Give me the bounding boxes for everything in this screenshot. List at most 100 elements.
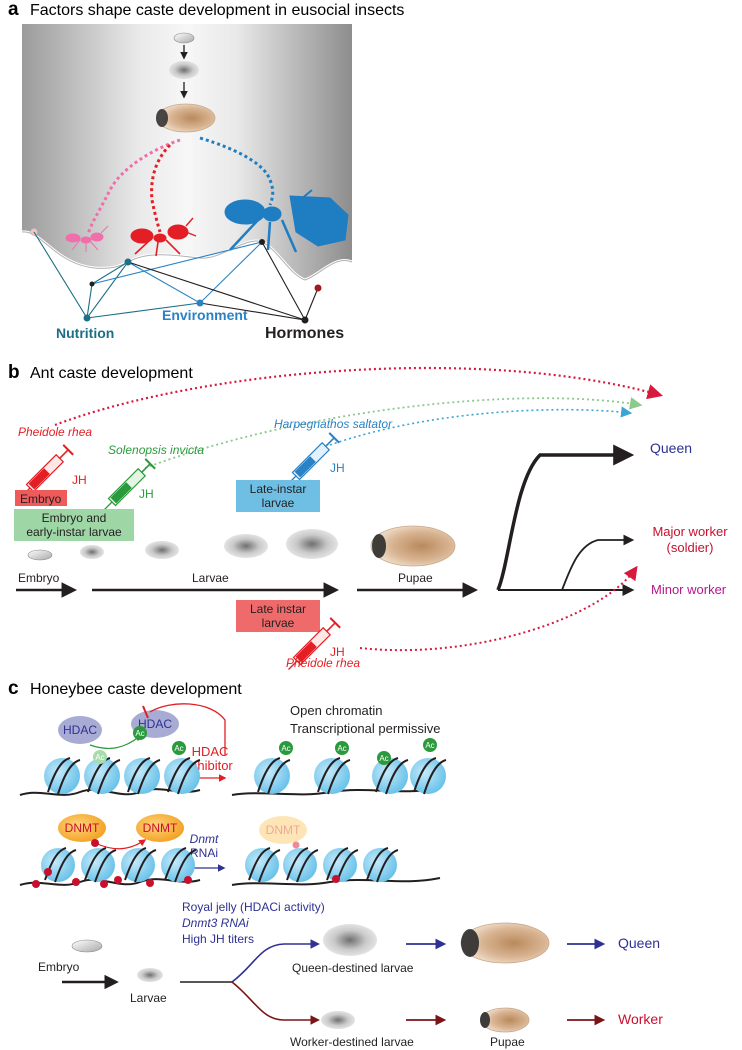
pink-ant-path <box>86 138 181 236</box>
pheidole-arc <box>54 366 663 427</box>
acetyl-group <box>423 738 437 752</box>
dnmt-rnai-line2: RNAi <box>190 846 218 860</box>
acetyl-label: Ac <box>135 729 144 738</box>
larva-icon <box>137 968 163 982</box>
larva-icon <box>286 529 338 559</box>
acetyl-label: Ac <box>425 741 434 750</box>
bee-embryo-label: Embryo <box>38 960 80 974</box>
closed-chromatin <box>19 757 201 796</box>
condition-high-jh: High JH titers <box>182 932 254 946</box>
unmethylated-chromatin <box>231 847 441 886</box>
outcome-major-worker-soldier: (soldier) <box>667 540 714 555</box>
queen-larvae-label: Queen-destined larvae <box>292 961 414 975</box>
late-instar-red-box-line1: Late instar <box>250 602 306 616</box>
panel-b-title: Ant caste development <box>30 365 193 382</box>
bee-larvae-label: Larvae <box>130 991 167 1005</box>
syringe-icon <box>103 458 156 511</box>
acetyl-group <box>172 741 186 755</box>
nutrition-label: Nutrition <box>56 325 114 341</box>
methylated-chromatin <box>19 847 201 888</box>
pink-ant-icon <box>65 225 109 252</box>
worker-path <box>231 981 320 1025</box>
acetyl-group <box>335 741 349 755</box>
hdac-inhibitor-line2: inhibitor <box>187 758 233 773</box>
inhibition-line <box>149 703 226 755</box>
bee-outcome-queen: Queen <box>618 935 660 951</box>
stage-larvae-label: Larvae <box>192 571 229 585</box>
acetyl-group <box>377 751 391 765</box>
jh-label-pheidole-bottom: JH <box>330 645 345 659</box>
pupa-icon <box>156 103 216 133</box>
queen-larva-icon <box>323 924 377 956</box>
dnmt-rnai-line1: Dnmt <box>190 832 219 846</box>
methyl-group <box>292 841 300 849</box>
nutrition-node <box>83 314 91 322</box>
late-instar-box <box>236 480 320 512</box>
red-ant-path <box>150 143 172 233</box>
solenopsis-arc <box>144 397 643 469</box>
inhibition-bar <box>142 705 149 719</box>
condition-dnmt3-rnai: Dnmt3 RNAi <box>182 916 249 930</box>
jh-label-harpegnathos: JH <box>330 461 345 475</box>
outcome-major-worker: Major worker <box>652 524 728 539</box>
outcome-minor-worker: Minor worker <box>651 582 727 597</box>
acetyl-label: Ac <box>337 744 346 753</box>
egg-icon <box>27 549 53 561</box>
hormones-label: Hormones <box>265 325 344 342</box>
acetyl-label: Ac <box>379 754 388 763</box>
acetyl-group <box>279 741 293 755</box>
major-worker-branch <box>561 534 635 591</box>
larva-icon <box>169 61 199 79</box>
dnmt-enzyme <box>136 814 184 842</box>
bee-pupae-label: Pupae <box>490 1035 525 1049</box>
panel-b-letter: b <box>8 362 20 383</box>
dnmt-label-faded: DNMT <box>266 823 301 837</box>
dnmt-enzyme-faded <box>259 816 307 844</box>
embryo-early-box-line2: early-instar larvae <box>26 525 122 539</box>
queen-path <box>231 939 320 983</box>
panel-a-letter: a <box>8 0 19 20</box>
queen-pupa-icon <box>460 922 550 964</box>
pupa-icon <box>370 525 456 567</box>
worker-pupa-icon <box>480 1007 530 1033</box>
larva-icon <box>224 534 268 558</box>
open-chromatin-label: Open chromatin <box>290 703 383 718</box>
transcriptional-label: Transcriptional permissive <box>290 721 441 736</box>
stage-embryo-label: Embryo <box>18 571 60 585</box>
species-harpegnathos: Harpegnathos saltator <box>274 417 393 431</box>
embryo-box <box>15 490 67 506</box>
acetyl-label: Ac <box>281 744 290 753</box>
blue-ant-icon <box>224 189 349 253</box>
landscape-node <box>89 281 95 287</box>
embryo-box-label: Embryo <box>20 492 62 506</box>
syringe-icon <box>21 444 74 497</box>
outcome-queen: Queen <box>650 440 692 456</box>
landscape-node <box>259 239 265 245</box>
syringe-icon <box>288 617 341 670</box>
embryo-early-box <box>14 509 134 541</box>
dnmt-label-right: DNMT <box>143 821 178 835</box>
late-instar-red-box <box>236 600 320 632</box>
open-chromatin <box>231 757 447 796</box>
late-instar-box-line1: Late-instar <box>250 482 307 496</box>
panel-c-title: Honeybee caste development <box>30 681 242 698</box>
queen-branch <box>496 444 635 591</box>
condition-royal-jelly: Royal jelly (HDACi activity) <box>182 900 325 914</box>
worker-larva-icon <box>321 1011 355 1029</box>
dnmt-enzyme <box>58 814 106 842</box>
landscape-node <box>314 284 322 292</box>
landscape-node <box>124 258 132 266</box>
methyl-group <box>91 839 99 847</box>
egg-icon <box>71 939 103 953</box>
blue-ant-path <box>199 136 275 206</box>
bee-outcome-worker: Worker <box>618 1011 663 1027</box>
acetyl-group <box>133 726 147 740</box>
late-instar-box-line2: larvae <box>262 496 295 510</box>
species-solenopsis: Solenopsis invicta <box>108 443 204 457</box>
methylation-arrow <box>94 839 147 850</box>
jh-label-pheidole: JH <box>72 473 87 487</box>
acetyl-label: Ac <box>95 753 104 762</box>
hdac-label-left: HDAC <box>63 723 97 737</box>
hdac-label-right: HDAC <box>138 717 172 731</box>
